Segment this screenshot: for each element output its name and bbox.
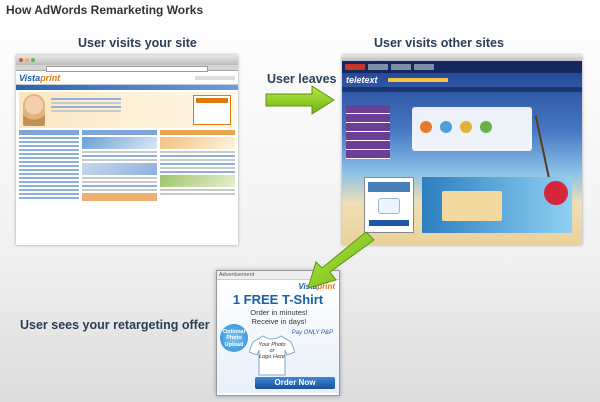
browser-titlebar [16,55,238,65]
vistaprint-logo: Vistaprint [298,282,335,291]
other-site-header: teletext [342,73,582,87]
site-search-box [195,75,235,80]
minimize-dot-icon [25,58,29,62]
ad-headline: 1 FREE T-Shirt [232,292,324,307]
site-tab [368,64,388,70]
hero-text-block [51,98,121,114]
embedded-ad-thumbnail [364,177,414,233]
label-user-leaves: User leaves [267,72,337,86]
site-column-home [160,130,235,203]
advertiser-site-screenshot: Vistaprint [16,55,238,245]
other-site-screenshot: teletext [342,55,582,245]
free-business-cards-promo [193,95,231,125]
palm-tree-icon [534,115,552,185]
order-now-button[interactable]: Order Now [255,377,335,389]
close-dot-icon [19,58,23,62]
retargeting-ad[interactable]: Advertisement Vistaprint 1 FREE T-Shirt … [216,270,340,396]
site-nav-bar [16,85,238,90]
ad-price-note: Pay ONLY P&P [291,330,333,336]
label-visit-other: User visits other sites [374,36,504,50]
ad-subtext: Order in minutes! Receive in days! [250,308,308,326]
advertisement-label: Advertisement [217,271,339,280]
arrow-down-left-icon [307,231,375,289]
site-tab [391,64,411,70]
site-content [16,130,238,203]
tagline-bar [387,78,448,82]
tshirt-icon [249,335,295,376]
maximize-dot-icon [31,58,35,62]
inspiration-panel [412,107,532,151]
site-column-business [82,130,157,203]
vistaprint-logo: Vistaprint [19,72,61,83]
label-visit-site: User visits your site [78,36,197,50]
diagram-title: How AdWords Remarketing Works [6,3,204,17]
site-hero-banner [19,92,235,128]
other-site-promo-banner [422,177,572,233]
woman-photo-icon [23,94,45,126]
browser-titlebar [342,55,582,61]
other-site-nav [342,87,582,92]
site-header: Vistaprint [16,71,238,85]
site-tab [414,64,434,70]
photo-upload-badge: Optional Photo Upload [220,324,248,352]
teletext-logo: teletext [346,75,378,85]
tshirt-placeholder-text: Your Photo or Logo Here [258,342,286,361]
other-site-menu [346,105,390,159]
site-sidebar [19,130,79,203]
site-tab [345,64,365,70]
arrow-right-icon [265,85,335,115]
ad-content: Vistaprint 1 FREE T-Shirt Order in minut… [217,280,339,393]
other-site-top-tabs [342,61,582,73]
label-sees-offer: User sees your retargeting offer [20,318,210,332]
browser-address-bar [16,65,238,72]
